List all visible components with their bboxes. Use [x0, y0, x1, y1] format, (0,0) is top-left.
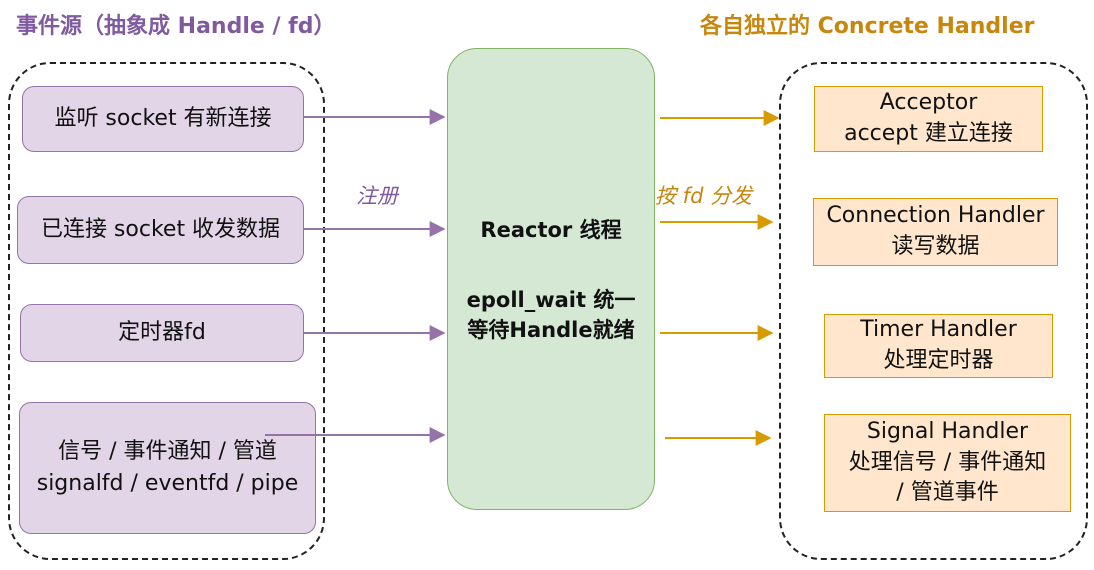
handler-desc: 读写数据 — [891, 234, 980, 259]
source-label: 定时器fd — [118, 320, 206, 346]
dispatch-label: 按 fd 分发 — [655, 184, 753, 208]
handler-name: Connection Handler — [826, 203, 1045, 229]
handler-desc: 处理信号 / 事件通知 — [848, 449, 1047, 475]
handler-desc-line3: / 管道事件 — [896, 480, 999, 506]
handler-signal[interactable]: Signal Handler 处理信号 / 事件通知 / 管道事件 — [824, 414, 1071, 512]
event-source-title: 事件源（抽象成 Handle / fd） — [16, 14, 336, 39]
source-label-line2: signalfd / eventfd / pipe — [36, 471, 299, 496]
handler-connection[interactable]: Connection Handler 读写数据 — [813, 198, 1058, 266]
source-signal-event-pipe[interactable]: 信号 / 事件通知 / 管道 signalfd / eventfd / pipe — [19, 402, 316, 534]
source-label: 已连接 socket 收发数据 — [40, 217, 281, 243]
source-connected-socket[interactable]: 已连接 socket 收发数据 — [17, 196, 304, 264]
reactor-thread[interactable]: Reactor 线程 epoll_wait 统一 等待Handle就绪 — [447, 48, 655, 510]
reactor-title: Reactor 线程 — [480, 218, 622, 242]
register-label: 注册 — [356, 184, 398, 208]
source-label: 信号 / 事件通知 / 管道 — [58, 439, 277, 465]
concrete-handler-title: 各自独立的 Concrete Handler — [700, 14, 1035, 39]
event-source-group — [8, 62, 325, 560]
handler-name: Signal Handler — [866, 418, 1029, 444]
handler-acceptor[interactable]: Acceptor accept 建立连接 — [814, 86, 1043, 152]
handler-group — [779, 62, 1088, 560]
source-timer-fd[interactable]: 定时器fd — [20, 304, 304, 362]
handler-desc: 处理定时器 — [883, 348, 994, 373]
handler-desc: accept 建立连接 — [844, 121, 1013, 146]
handler-timer[interactable]: Timer Handler 处理定时器 — [824, 314, 1053, 378]
source-listen-socket[interactable]: 监听 socket 有新连接 — [22, 86, 304, 152]
reactor-line1: epoll_wait 统一 — [466, 288, 636, 312]
reactor-line2: 等待Handle就绪 — [467, 318, 635, 342]
handler-name: Timer Handler — [860, 317, 1017, 343]
handler-name: Acceptor — [879, 90, 978, 116]
source-label: 监听 socket 有新连接 — [54, 106, 272, 132]
